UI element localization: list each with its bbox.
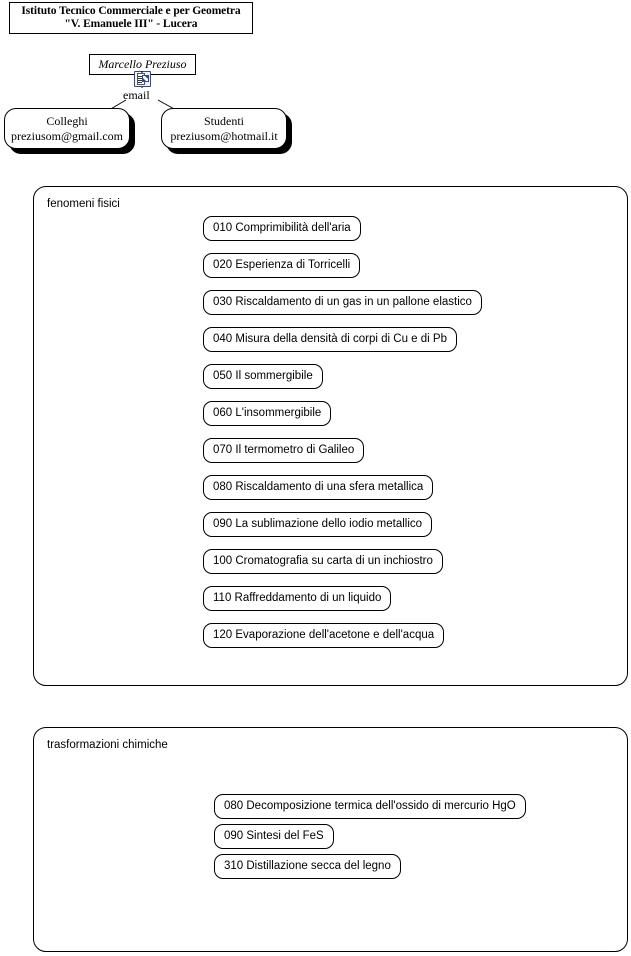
experiment-pill[interactable]: 010 Comprimibilità dell'aria <box>203 216 361 241</box>
school-title-line2: "V. Emanuele III" - Lucera <box>64 18 198 30</box>
experiment-pill[interactable]: 120 Evaporazione dell'acetone e dell'acq… <box>203 623 445 648</box>
experiment-pill[interactable]: 080 Riscaldamento di una sfera metallica <box>203 475 434 500</box>
list-item: 070 Il termometro di Galileo <box>203 438 482 463</box>
document-icon-line <box>138 78 144 79</box>
list-item: 310 Distillazione secca del legno <box>214 854 526 879</box>
person-name-label: Marcello Preziuso <box>98 57 187 71</box>
contact-box-studenti[interactable]: Studenti preziusom@hotmail.it <box>161 108 287 149</box>
section-trasformazioni-chimiche: trasformazioni chimiche 080 Decomposizio… <box>33 727 628 952</box>
list-item: 100 Cromatografia su carta di un inchios… <box>203 549 482 574</box>
experiment-pill[interactable]: 030 Riscaldamento di un gas in un pallon… <box>203 290 482 315</box>
experiment-pill[interactable]: 040 Misura della densità di corpi di Cu … <box>203 327 457 352</box>
document-icon-badge <box>142 75 149 82</box>
experiment-pill[interactable]: 110 Raffreddamento di un liquido <box>203 586 392 611</box>
experiment-pill[interactable]: 080 Decomposizione termica dell'ossido d… <box>214 794 526 819</box>
contact-title: Studenti <box>203 113 244 128</box>
section-title: fenomeni fisici <box>47 198 120 210</box>
document-icon-line <box>138 82 142 83</box>
list-item: 090 La sublimazione dello iodio metallic… <box>203 512 482 537</box>
school-title-box: Istituto Tecnico Commerciale e per Geome… <box>9 2 253 34</box>
document-icon[interactable] <box>134 71 151 87</box>
experiment-list-chemistry: 080 Decomposizione termica dell'ossido d… <box>214 794 526 879</box>
document-icon-line <box>138 76 144 77</box>
list-item: 110 Raffreddamento di un liquido <box>203 586 482 611</box>
experiment-pill[interactable]: 050 Il sommergibile <box>203 364 323 389</box>
document-icon-line <box>138 80 144 81</box>
list-item: 090 Sintesi del FeS <box>214 824 526 849</box>
experiment-pill[interactable]: 090 Sintesi del FeS <box>214 824 334 849</box>
list-item: 080 Riscaldamento di una sfera metallica <box>203 475 482 500</box>
list-item: 040 Misura della densità di corpi di Cu … <box>203 327 482 352</box>
school-title-line1: Istituto Tecnico Commerciale e per Geome… <box>21 4 241 17</box>
contact-title: Colleghi <box>46 113 88 128</box>
contact-address: preziusom@gmail.com <box>10 128 124 143</box>
list-item: 010 Comprimibilità dell'aria <box>203 216 482 241</box>
experiment-pill[interactable]: 090 La sublimazione dello iodio metallic… <box>203 512 433 537</box>
list-item: 020 Esperienza di Torricelli <box>203 253 482 278</box>
section-title: trasformazioni chimiche <box>47 739 168 751</box>
contact-address: preziusom@hotmail.it <box>170 128 278 143</box>
experiment-pill[interactable]: 020 Esperienza di Torricelli <box>203 253 361 278</box>
edge-label-email: email <box>123 88 150 102</box>
experiment-list-physics: 010 Comprimibilità dell'aria 020 Esperie… <box>203 216 482 648</box>
experiment-pill[interactable]: 100 Cromatografia su carta di un inchios… <box>203 549 443 574</box>
list-item: 120 Evaporazione dell'acetone e dell'acq… <box>203 623 482 648</box>
list-item: 050 Il sommergibile <box>203 364 482 389</box>
experiment-pill[interactable]: 060 L'insommergibile <box>203 401 332 426</box>
experiment-pill[interactable]: 310 Distillazione secca del legno <box>214 854 401 879</box>
contact-box-colleghi[interactable]: Colleghi preziusom@gmail.com <box>4 108 130 149</box>
list-item: 060 L'insommergibile <box>203 401 482 426</box>
experiment-pill[interactable]: 070 Il termometro di Galileo <box>203 438 365 463</box>
list-item: 080 Decomposizione termica dell'ossido d… <box>214 794 526 819</box>
list-item: 030 Riscaldamento di un gas in un pallon… <box>203 290 482 315</box>
section-fenomeni-fisici: fenomeni fisici 010 Comprimibilità dell'… <box>33 186 628 686</box>
